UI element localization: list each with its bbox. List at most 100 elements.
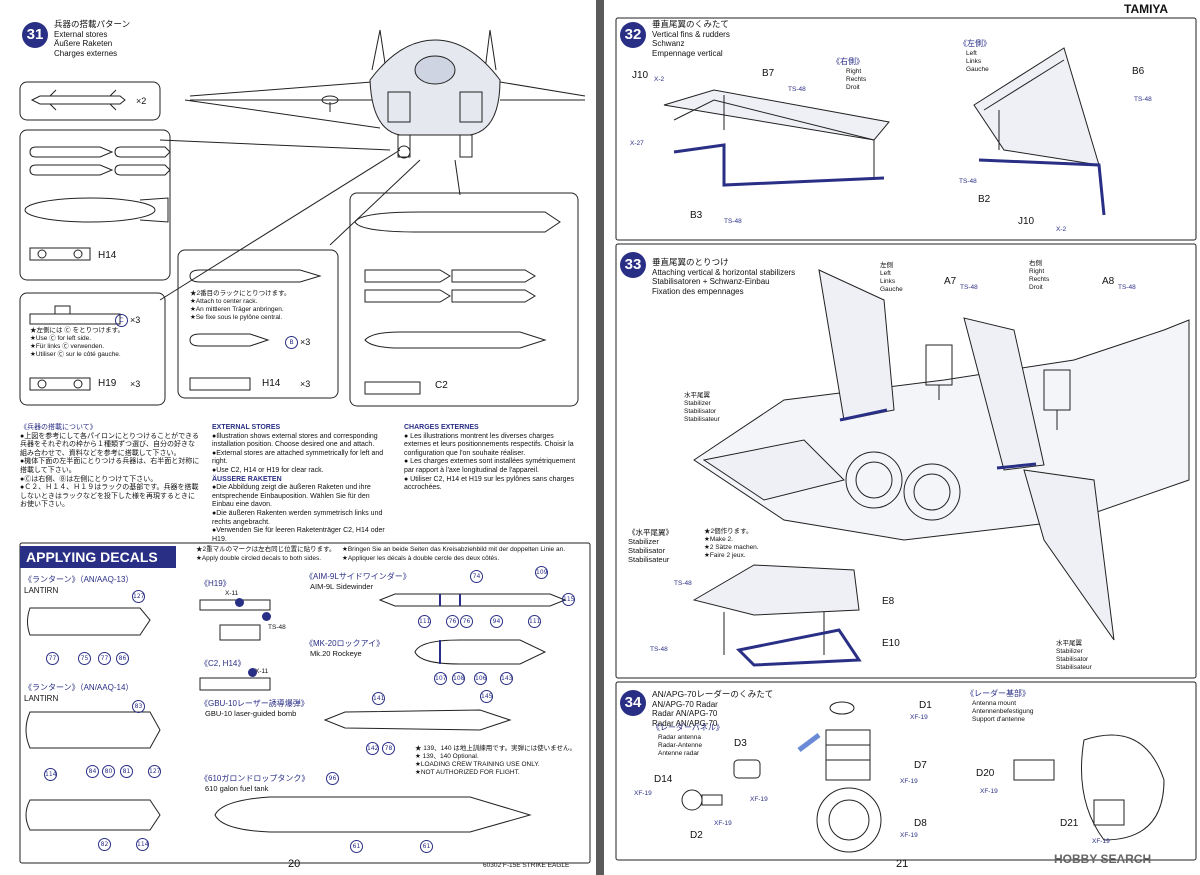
lantirn14-title-jp: 《ランターン》（AN/AAQ-14） bbox=[24, 683, 134, 692]
right-page: TAMIYA 32 垂直尾翼のくみたて Vertical fins & rudd… bbox=[604, 0, 1200, 875]
radar-mount-jp: 《レーダー基部》 bbox=[966, 689, 1030, 698]
step-31-title-de: Äußere Raketen bbox=[54, 39, 113, 48]
step-32-title-de: Schwanz bbox=[652, 39, 685, 48]
paint-ts48: TS-48 bbox=[1134, 96, 1152, 103]
center-rack-note: ★2番目のラックにとりつけます。 ★Attach to center rack.… bbox=[190, 290, 291, 321]
paint-xf19: XF-19 bbox=[900, 778, 918, 785]
radar-mount: Antenna mount Antennenbefestigung Suppor… bbox=[972, 700, 1034, 723]
decal-number: 111 bbox=[418, 615, 431, 628]
paint-marker-x11 bbox=[235, 598, 244, 607]
part-h19-label: H19 bbox=[98, 378, 117, 389]
applying-decals-banner: APPLYING DECALS bbox=[20, 546, 176, 568]
decal-number: 83 bbox=[132, 700, 145, 713]
decal-number: 107 bbox=[434, 672, 447, 685]
h19-decal-title: 《H19》 bbox=[200, 579, 231, 588]
paint-ts48-a7: TS-48 bbox=[960, 284, 978, 291]
decal-number: 114 bbox=[44, 768, 57, 781]
decal-number: 94 bbox=[490, 615, 503, 628]
paint-ts48-e8: TS-48 bbox=[674, 580, 692, 587]
mk20-title: Mk.20 Rockeye bbox=[310, 649, 362, 658]
decal-number: 111 bbox=[528, 615, 541, 628]
part-b3: B3 bbox=[690, 210, 703, 221]
paint-xf19: XF-19 bbox=[750, 796, 768, 803]
step-32-right: Right Rechts Droit bbox=[846, 68, 867, 91]
en-body: ●Illustration shows external stores and … bbox=[212, 432, 384, 474]
make-2-note: ★2個作ります。 ★Make 2. ★2 Sätze machen. ★Fair… bbox=[704, 528, 759, 559]
part-d2: D2 bbox=[690, 830, 703, 841]
step-34-title-en: AN/APG-70 Radar bbox=[652, 699, 718, 709]
part-d8: D8 bbox=[914, 818, 927, 829]
decal-number: 77 bbox=[46, 652, 59, 665]
decal-number: 86 bbox=[116, 652, 129, 665]
paint-marker-ts48 bbox=[262, 612, 271, 621]
aim9-title-jp: 《AIM-9Lサイドワインダー》 bbox=[305, 572, 411, 581]
step-33-right-side: 右側 Right Rechts Droit bbox=[1029, 260, 1050, 291]
part-b6: B6 bbox=[1132, 66, 1145, 77]
en-head: EXTERNAL STORES bbox=[212, 424, 281, 431]
stab-head: 《水平尾翼》 Stabilizer Stabilisator Stabilisa… bbox=[628, 528, 673, 564]
part-d20: D20 bbox=[976, 768, 995, 779]
paint-ts48: TS-48 bbox=[959, 178, 977, 185]
step-32-title-fr: Empennage vertical bbox=[652, 48, 723, 58]
paint-ts48-e10: TS-48 bbox=[650, 646, 668, 653]
left-page: 31 兵器の搭載パターン External stores Äußere Rake… bbox=[0, 0, 596, 875]
paint-ts48-a8: TS-48 bbox=[1118, 284, 1136, 291]
paint-marker-x11-b bbox=[248, 668, 257, 677]
decal-note-en: ★Apply double circled decals to both sid… bbox=[196, 555, 322, 562]
step-31-title: 兵器の搭載パターン External stores Äußere Raketen… bbox=[54, 19, 131, 58]
step-33-title-de: Stabilisatoren + Schwanz-Einbau bbox=[652, 277, 770, 286]
decal-number: 115 bbox=[562, 593, 575, 606]
step-32-title-en: Vertical fins & rudders bbox=[652, 29, 730, 39]
gbu10-title: GBU-10 laser-guided bomb bbox=[205, 709, 297, 718]
h19-paint-x11: X-11 bbox=[225, 590, 239, 597]
decal-number: 77 bbox=[98, 652, 111, 665]
step-33-title-en: Attaching vertical & horizontal stabiliz… bbox=[652, 267, 796, 277]
gbu10-title-jp: 《GBU-10レーザー誘導爆弾》 bbox=[200, 699, 309, 708]
fr-body: ● Les illustrations montrent les diverse… bbox=[404, 432, 576, 492]
de-head: ÄUSSERE RAKETEN bbox=[212, 475, 282, 483]
decal-number: 78 bbox=[382, 742, 395, 755]
mk20-title-jp: 《MK-20ロックアイ》 bbox=[305, 639, 385, 648]
watermark: HOBBY SEARCH bbox=[1054, 852, 1152, 866]
decal-number: 108 bbox=[452, 672, 465, 685]
part-h14-center: H14 bbox=[262, 378, 281, 389]
decal-number: 127 bbox=[132, 590, 145, 603]
decal-number: 141 bbox=[372, 692, 385, 705]
tank-title-jp: 《610ガロンドロップタンク》 bbox=[200, 774, 310, 783]
decal-number: 142 bbox=[366, 742, 379, 755]
step-34-badge: 34 bbox=[620, 690, 646, 716]
step-34-title-fr: Radar AN/APG-70 bbox=[652, 718, 718, 728]
c2h14-paint-x11: X-11 bbox=[255, 668, 269, 675]
decal-number: 143 bbox=[500, 672, 513, 685]
radar-panel: Radar antenna Radar-Antenne Antenne rada… bbox=[658, 734, 703, 757]
part-d7: D7 bbox=[914, 760, 927, 771]
decal-number: 106 bbox=[474, 672, 487, 685]
count-x3-b: ×3 bbox=[300, 337, 311, 347]
part-b2: B2 bbox=[978, 194, 991, 205]
decal-number: 76 bbox=[446, 615, 459, 628]
decal-note-fr: ★Appliquer les décals à double cercle de… bbox=[342, 555, 500, 562]
part-j10-left: J10 bbox=[1018, 216, 1035, 227]
decal-number: 75 bbox=[78, 652, 91, 665]
paint-xf19: XF-19 bbox=[714, 820, 732, 827]
part-h14-label: H14 bbox=[98, 250, 117, 261]
paint-xf19: XF-19 bbox=[900, 832, 918, 839]
paint-x27: X-27 bbox=[630, 140, 644, 147]
paint-xf19: XF-19 bbox=[910, 714, 928, 721]
decal-number: 145 bbox=[480, 690, 493, 703]
stab-label-bottom: 水平尾翼 Stabilizer Stabilisator Stabilisate… bbox=[1056, 640, 1092, 671]
brand-logo: TAMIYA bbox=[1124, 2, 1169, 16]
left-page-line-art bbox=[19, 29, 591, 864]
part-c2-label: C2 bbox=[435, 380, 448, 391]
de-body: ●Die Abbildung zeigt die äußeren Raketen… bbox=[212, 484, 385, 543]
count-x3-h14: ×3 bbox=[300, 379, 311, 389]
step-31-title-jp: 兵器の搭載パターン bbox=[54, 19, 131, 29]
paint-xf19: XF-19 bbox=[634, 790, 652, 797]
decal-number: 127 bbox=[148, 765, 161, 778]
paint-ts48: TS-48 bbox=[788, 86, 806, 93]
step-32-right-jp: 《右側》 bbox=[832, 57, 864, 66]
decal-number: 82 bbox=[98, 838, 111, 851]
step-31-title-fr: Charges externes bbox=[54, 48, 118, 58]
decal-number: 96 bbox=[326, 772, 339, 785]
part-j10: J10 bbox=[632, 70, 649, 81]
